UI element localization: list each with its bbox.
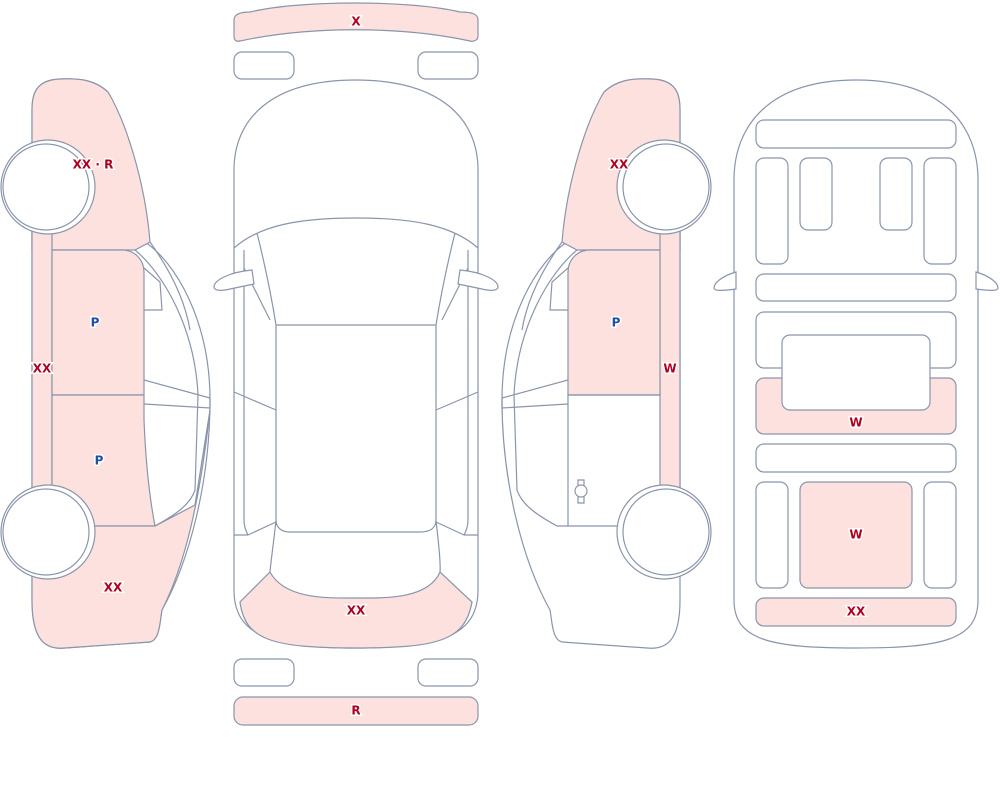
interior-right-mirror: [975, 271, 999, 291]
right-glass-lines: [501, 241, 578, 527]
front-bumper-code: X: [351, 15, 361, 29]
front-bumper-panel[interactable]: [233, 2, 479, 42]
interior-rear-strip[interactable]: [755, 597, 957, 627]
front-right-light: [417, 51, 479, 80]
top-glass-lines: [233, 217, 479, 573]
right-rear-door-panel: [567, 394, 660, 527]
left-glass-lines: [134, 241, 211, 527]
left-front-fender-code: XX · R: [73, 158, 114, 172]
cargo-left-side: [755, 481, 789, 589]
left-rear-door-code: P: [95, 454, 104, 468]
cargo-right-side: [923, 481, 957, 589]
left-rear-quarter-code: XX: [104, 581, 123, 595]
right-front-wheel: [622, 143, 710, 231]
left-mirror: [213, 269, 255, 291]
left-front-door-panel[interactable]: [51, 249, 145, 396]
rear-shelf-strip: [755, 443, 957, 473]
interior-view: W W XX: [713, 79, 999, 649]
left-front-door-code: P: [91, 316, 100, 330]
right-mirror: [457, 269, 499, 291]
right-front-fender-code: XX: [610, 158, 629, 172]
interior-left-mirror: [713, 271, 737, 291]
right-front-door-panel[interactable]: [567, 249, 661, 396]
left-rocker-code: XX: [33, 362, 52, 376]
sunroof-panel: [781, 334, 931, 411]
right-door-handle-knob: [574, 484, 588, 498]
interior-cargo-panel[interactable]: [799, 481, 913, 589]
top-rear-window-code: XX: [347, 604, 366, 618]
left-front-wheel: [2, 143, 90, 231]
rear-bumper-code: R: [351, 704, 360, 718]
interior-middle-panel-code: W: [849, 416, 862, 430]
right-rear-wheel: [622, 488, 710, 576]
rear-left-light: [233, 658, 295, 687]
interior-rear-strip-code: XX: [847, 605, 866, 619]
front-right-seat-side: [923, 157, 957, 265]
front-right-seat: [879, 157, 913, 231]
front-left-seat: [799, 157, 833, 231]
top-rear-window-panel[interactable]: [239, 570, 473, 649]
center-console-strip: [755, 273, 957, 302]
interior-cargo-panel-code: W: [849, 528, 862, 542]
dashboard-panel: [755, 119, 957, 149]
top-view: X XX R: [213, 2, 499, 726]
left-rear-wheel: [2, 488, 90, 576]
right-side-view: XX P W: [501, 78, 712, 649]
rear-right-light: [417, 658, 479, 687]
front-left-light: [233, 51, 295, 80]
left-rear-quarter-panel[interactable]: [31, 409, 211, 649]
left-side-view: XX · R P P XX XX: [0, 78, 211, 649]
rear-bumper-panel[interactable]: [233, 696, 479, 726]
front-left-seat-side: [755, 157, 789, 265]
right-rocker-code: W: [663, 362, 676, 376]
right-front-door-code: P: [612, 316, 621, 330]
